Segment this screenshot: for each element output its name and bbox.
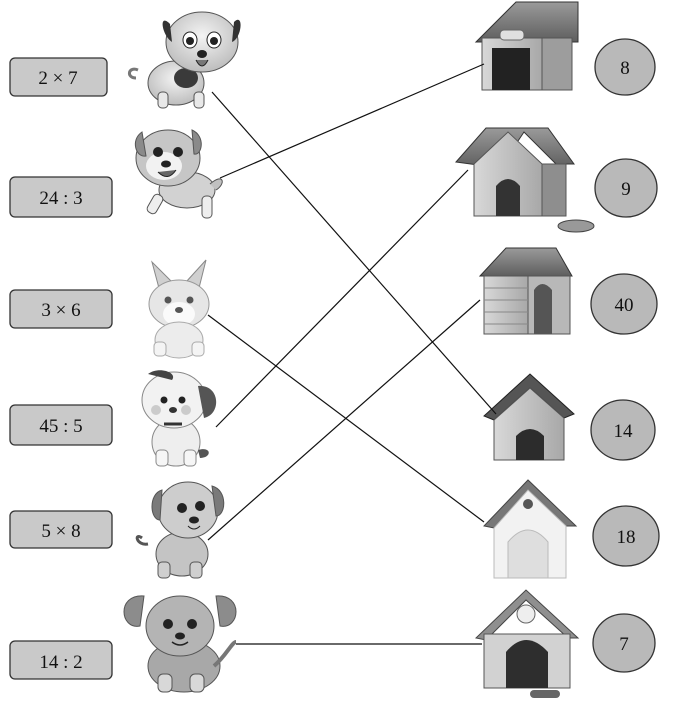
connection-line-4 [207,299,481,541]
expression-box-3[interactable]: 45 : 5 [9,404,113,446]
expression-label: 24 : 3 [39,188,82,209]
connection-line-3 [215,169,469,428]
doghouse-grille-icon [478,247,573,335]
answer-circle-3[interactable]: 14 [590,399,656,461]
doghouse-wood-icon [483,373,575,461]
doghouse-bowl-icon [455,127,595,233]
expression-box-0[interactable]: 2 × 7 [9,57,108,97]
connection-line-1 [219,63,485,179]
connection-line-0 [211,91,497,415]
expression-label: 14 : 2 [39,652,82,673]
doghouse-bone-icon [474,1,579,91]
puppy-running-icon [134,129,223,219]
answer-circle-4[interactable]: 18 [592,505,660,567]
expression-label: 3 × 6 [41,300,80,321]
expression-box-5[interactable]: 14 : 2 [9,640,113,680]
expression-label: 2 × 7 [38,68,77,89]
answer-label: 40 [615,295,634,316]
puppy-corgi-icon [148,259,210,359]
answer-circle-2[interactable]: 40 [590,273,658,335]
expression-box-1[interactable]: 24 : 3 [9,176,113,218]
answer-label: 18 [617,527,636,548]
doghouse-paw-icon [483,479,578,579]
puppy-bigears-icon [123,595,237,693]
puppy-white-icon [141,370,217,467]
answer-circle-0[interactable]: 8 [594,38,656,96]
puppy-floppy-icon [135,481,225,579]
puppy-spotted-icon [128,11,241,109]
answer-label: 8 [620,58,630,79]
answer-circle-5[interactable]: 7 [592,613,656,673]
expression-label: 45 : 5 [39,416,82,437]
connection-lines [207,63,497,645]
expression-label: 5 × 8 [41,521,80,542]
doghouse-brick-icon [474,589,580,698]
expression-box-2[interactable]: 3 × 6 [9,289,113,329]
answer-circle-1[interactable]: 9 [594,158,658,218]
answer-label: 9 [621,179,631,200]
answer-label: 14 [614,421,634,442]
answer-label: 7 [619,634,629,655]
expression-box-4[interactable]: 5 × 8 [9,510,113,549]
